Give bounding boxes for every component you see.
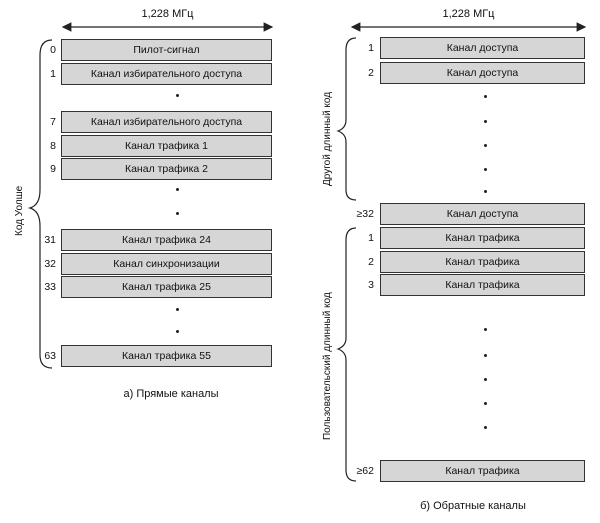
forward-index-33: 33	[44, 281, 56, 293]
reverse-index-2: 2	[368, 67, 374, 79]
reverse-index-traffic-3: 3	[368, 279, 374, 291]
reverse-ellipsis-dot	[484, 95, 487, 98]
reverse-channel-traffic-1: Канал трафика	[380, 227, 585, 249]
reverse-ellipsis-dot	[484, 120, 487, 123]
forward-ellipsis-dot	[176, 94, 179, 97]
reverse-group-label-bottom: Пользовательский длинный код	[322, 292, 333, 440]
forward-index-8: 8	[50, 140, 56, 152]
forward-index-32: 32	[44, 258, 56, 270]
forward-ellipsis-dot	[176, 308, 179, 311]
forward-index-63: 63	[44, 350, 56, 362]
forward-channel-sync: Канал синхронизации	[61, 253, 272, 275]
reverse-index-traffic-2: 2	[368, 256, 374, 268]
reverse-channel-traffic-3: Канал трафика	[380, 274, 585, 296]
reverse-bandwidth-label: 1,228 МГц	[442, 8, 495, 20]
forward-channel-paging-7: Канал избирательного доступа	[61, 111, 272, 133]
reverse-ellipsis-dot	[484, 378, 487, 381]
reverse-ellipsis-dot	[484, 402, 487, 405]
reverse-bottom-brace	[336, 227, 357, 482]
forward-channel-traffic-1: Канал трафика 1	[61, 135, 272, 157]
forward-index-0: 0	[50, 44, 56, 56]
forward-index-7: 7	[50, 116, 56, 128]
reverse-caption: б) Обратные каналы	[420, 500, 526, 512]
forward-caption: а) Прямые каналы	[123, 388, 219, 400]
forward-index-9: 9	[50, 163, 56, 175]
forward-group-brace	[27, 39, 53, 369]
reverse-channel-traffic-2: Канал трафика	[380, 251, 585, 273]
forward-ellipsis-dot	[176, 212, 179, 215]
reverse-channel-access-2: Канал доступа	[380, 62, 585, 84]
reverse-group-label-top: Другой длинный код	[322, 91, 333, 186]
reverse-index-62: ≥62	[356, 465, 374, 477]
forward-ellipsis-dot	[176, 330, 179, 333]
reverse-index-32: ≥32	[356, 208, 374, 220]
reverse-ellipsis-dot	[484, 426, 487, 429]
forward-channel-traffic-2: Канал трафика 2	[61, 158, 272, 180]
reverse-channel-access-32: Канал доступа	[380, 203, 585, 225]
reverse-index-1: 1	[368, 42, 374, 54]
reverse-ellipsis-dot	[484, 354, 487, 357]
forward-channel-traffic-24: Канал трафика 24	[61, 229, 272, 251]
forward-channel-pilot: Пилот-сигнал	[61, 39, 272, 61]
forward-index-1: 1	[50, 68, 56, 80]
forward-index-31: 31	[44, 234, 56, 246]
reverse-ellipsis-dot	[484, 190, 487, 193]
forward-channel-traffic-25: Канал трафика 25	[61, 276, 272, 298]
forward-group-label: Код Уолше	[14, 185, 25, 236]
reverse-ellipsis-dot	[484, 328, 487, 331]
forward-ellipsis-dot	[176, 188, 179, 191]
reverse-top-brace	[336, 37, 357, 201]
reverse-channel-access-1: Канал доступа	[380, 37, 585, 59]
reverse-channel-traffic-62: Канал трафика	[380, 460, 585, 482]
forward-bandwidth-label: 1,228 МГц	[141, 8, 194, 20]
reverse-index-traffic-1: 1	[368, 232, 374, 244]
forward-channel-paging-1: Канал избирательного доступа	[61, 63, 272, 85]
forward-channel-traffic-55: Канал трафика 55	[61, 345, 272, 367]
reverse-ellipsis-dot	[484, 144, 487, 147]
reverse-ellipsis-dot	[484, 168, 487, 171]
